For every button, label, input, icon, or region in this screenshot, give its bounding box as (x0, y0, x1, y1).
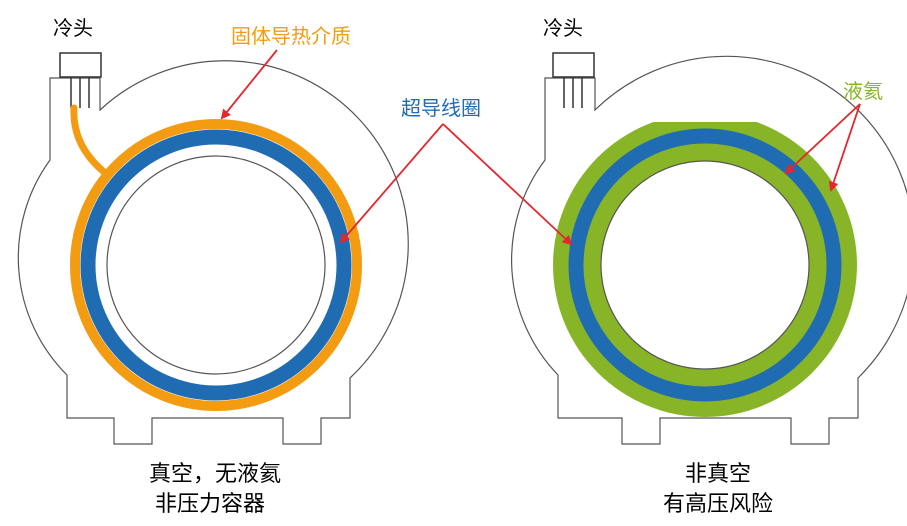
arrow-solid-medium (220, 49, 278, 120)
left-caption-line1: 真空，无液氦 (149, 462, 281, 487)
right-coil-ring (568, 128, 842, 402)
left-thermal-link (70, 104, 108, 176)
callout-arrows (220, 49, 861, 246)
arrow-coil-left (339, 123, 444, 244)
right-cold-head-label: 冷头 (543, 16, 583, 40)
right-caption-line1: 非真空 (685, 462, 751, 487)
coil-label: 超导线圈 (401, 96, 481, 120)
left-bore (106, 155, 326, 375)
helium-label: 液氦 (843, 79, 883, 103)
right-magnet (510, 52, 907, 445)
arrow-coil-right (442, 123, 573, 246)
left-coil-ring (80, 129, 352, 401)
right-caption-line2: 有高压风险 (663, 492, 773, 517)
right-cold-head (552, 52, 595, 78)
left-cold-head (59, 52, 102, 78)
left-cold-head-label: 冷头 (53, 16, 93, 40)
arrow-helium-inner (784, 103, 861, 175)
right-bore (600, 160, 810, 370)
left-caption-line2: 非压力容器 (155, 492, 265, 517)
left-magnet (17, 52, 409, 445)
arrow-helium-outer (828, 103, 861, 192)
left-solid-medium-ring (70, 119, 362, 411)
solid-medium-label: 固体导热介质 (231, 24, 351, 48)
